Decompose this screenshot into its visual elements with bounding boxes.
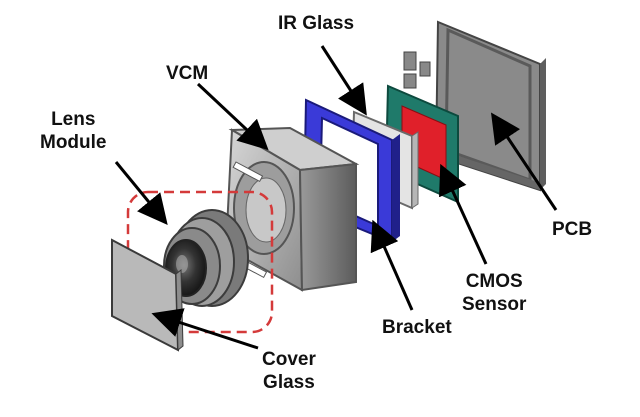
ir-glass-arrow (320, 45, 367, 116)
ir-glass-label: IR Glass (278, 13, 355, 34)
bracket-label: Bracket (382, 317, 452, 338)
lens-module-label: Lens Module (40, 108, 107, 154)
vcm-arrow (196, 82, 269, 151)
cmos-sensor-label-line2: Sensor (462, 294, 527, 315)
cover-glass-label-line1: Cover (262, 349, 316, 370)
cover-glass-label: Cover Glass (262, 348, 316, 394)
lens-module-label-line2: Module (40, 132, 107, 153)
arrows (114, 45, 558, 350)
lens-module-arrow (114, 161, 168, 225)
pcb-label: PCB (552, 219, 593, 240)
lens-module-label-line1: Lens (51, 109, 96, 130)
cover-glass-arrow (151, 308, 259, 350)
bracket-arrow (370, 219, 414, 311)
pcb-arrow (491, 112, 558, 211)
cmos-sensor-label-line1: CMOS (465, 271, 523, 292)
cover-glass-label-line2: Glass (263, 372, 315, 393)
cmos-sensor-label: CMOS Sensor (462, 270, 526, 316)
vcm-label: VCM (166, 63, 209, 84)
cmos-sensor-arrow (439, 163, 488, 265)
